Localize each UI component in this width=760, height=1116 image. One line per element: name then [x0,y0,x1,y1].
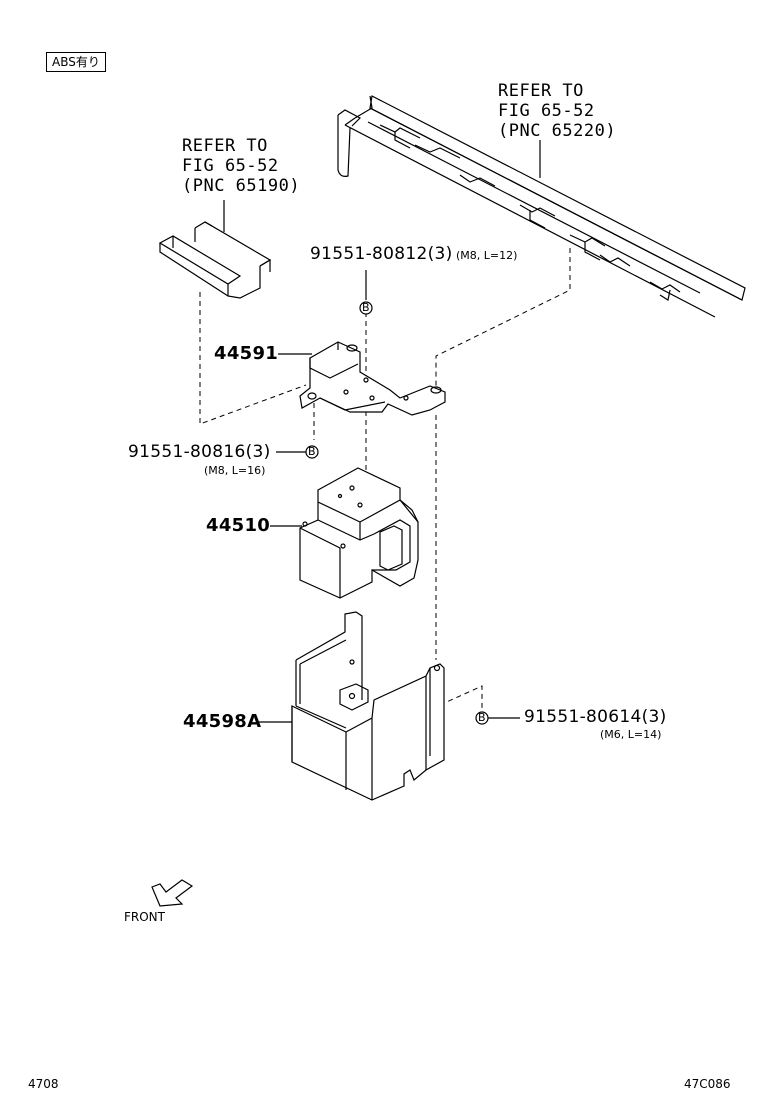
refer-right-line1: REFER TO [498,81,584,101]
bolt-left-number: 91551-80816(3) [128,442,271,462]
marker-b-top-letter: B [362,301,370,314]
refer-left-line2: FIG 65-52 [182,156,279,176]
footer-right: 47C086 [684,1077,731,1091]
refer-left-line1: REFER TO [182,136,268,156]
marker-b-left [305,445,319,459]
abs-tag: ABS有り [46,52,106,72]
bolt-left-spec: (M8, L=16) [204,464,266,477]
refer-right-line3: (PNC 65220) [498,121,617,141]
bolt-top-spec: (M8, L=12) [456,249,518,262]
marker-b-right [475,711,489,725]
frame-rail [337,95,746,318]
cover-44598A [291,611,445,801]
marker-b-right-letter: B [478,711,486,724]
footer-left: 4708 [28,1077,59,1091]
refer-right-line2: FIG 65-52 [498,101,595,121]
front-arrow-icon [151,879,194,907]
refer-left-line3: (PNC 65190) [182,176,301,196]
bolt-right-spec: (M6, L=14) [600,728,662,741]
actuator-44510 [299,467,419,599]
marker-b-top [359,301,373,315]
front-label: FRONT [124,910,165,924]
bracket-44591 [299,341,446,416]
bolt-top-number: 91551-80812(3) [310,244,453,264]
actuator-number: 44510 [206,515,271,536]
bracket-number: 44591 [214,343,279,364]
crossmember-piece [158,221,272,299]
cover-number: 44598A [183,711,262,732]
bolt-right-number: 91551-80614(3) [524,707,667,727]
marker-b-left-letter: B [308,445,316,458]
